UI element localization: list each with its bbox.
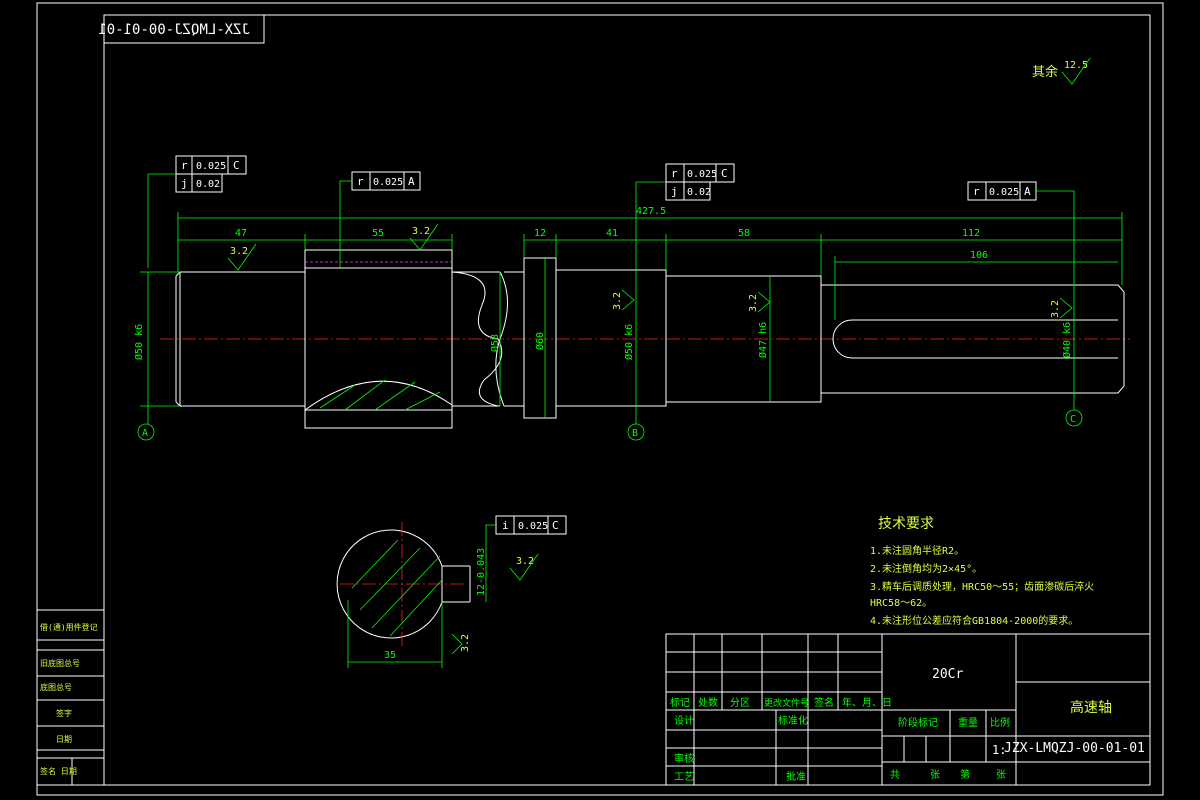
material: 20Cr [932, 667, 963, 682]
tech-item-3: 3.精车后调质处理，HRC50～55；齿面渗碳后淬火 [870, 580, 1094, 593]
drawing-no: JZX-LMQZJ-00-01-01 [1004, 741, 1145, 756]
svg-text:A: A [1024, 185, 1031, 198]
shaft-outline [175, 249, 1125, 429]
dia-mid: Ø47 h6 [757, 322, 769, 358]
roughness-r7: 3.2 [460, 634, 471, 652]
header-zone: 分区 [730, 697, 750, 709]
header-mark: 标记 [670, 697, 690, 709]
scale-prefix: 1: [992, 743, 1006, 757]
roughness-r3: 3.2 [612, 292, 623, 310]
svg-text:r: r [973, 185, 980, 198]
dim-106: 106 [970, 250, 988, 261]
strip-item-3: 底图总号 [40, 682, 72, 692]
drawing-number-box: JZX-LMQZJ-00-01-01 [98, 14, 265, 44]
svg-text:0.02: 0.02 [196, 179, 220, 190]
svg-text:C: C [721, 167, 728, 180]
header-date: 年、月、日 [842, 696, 892, 709]
strip-item-4: 签字 [56, 708, 72, 718]
weight-label: 重量 [958, 716, 978, 729]
left-strip: 借(通)用件登记 旧底图总号 底图总号 签字 日期 签名 日期 [36, 609, 105, 786]
datums: A B C [137, 393, 1083, 441]
scale-label: 比例 [990, 716, 1010, 729]
svg-text:0.025: 0.025 [196, 161, 226, 172]
outer-border [36, 2, 1164, 796]
review-label: 审核 [674, 752, 694, 765]
dim-55: 55 [372, 228, 384, 239]
header-count: 处数 [698, 696, 718, 709]
dim-overall: 427.5 [636, 206, 666, 217]
roughness-other: 其余 12.5 [1032, 57, 1091, 85]
part-name: 高速轴 [1070, 699, 1112, 716]
dim-112: 112 [962, 228, 980, 239]
roughness-r4: 3.2 [748, 294, 759, 312]
datum-a: A [142, 428, 148, 439]
svg-text:C: C [233, 159, 240, 172]
dim-47: 47 [235, 228, 247, 239]
strip-item-6: 签名 日期 [40, 766, 77, 776]
roughness-symbols: 3.2 3.2 3.2 3.2 3.2 [227, 223, 1073, 319]
title-block: 20Cr 高速轴 1: JZX-LMQZJ-00-01-01 标记 处数 分区 … [665, 633, 1151, 786]
section-dim-key: 12-0.043 [476, 548, 487, 596]
strip-item-1: 借(通)用件登记 [40, 622, 98, 632]
svg-text:j: j [671, 185, 678, 198]
page-unit-label: 张 [996, 769, 1006, 781]
roughness-r1: 3.2 [230, 246, 248, 257]
svg-text:0.025: 0.025 [989, 187, 1019, 198]
svg-text:0.025: 0.025 [518, 521, 548, 532]
strip-item-2: 旧底图总号 [40, 658, 80, 668]
roughness-r2: 3.2 [412, 226, 430, 237]
header-doc: 更改文件号 [764, 697, 809, 709]
page-label: 第 [960, 768, 970, 781]
standardization-label: 标准化 [778, 714, 808, 727]
tolerance-frame-gear: r 0.025 A [339, 171, 421, 268]
svg-text:0.02: 0.02 [687, 187, 711, 198]
design-label: 设计 [674, 714, 694, 727]
tolerance-frame-right: r 0.025 A [967, 181, 1075, 285]
tech-item-5: 4.未注形位公差应符合GB1804-2000的要求。 [870, 614, 1078, 627]
svg-text:C: C [552, 519, 559, 532]
svg-text:i: i [502, 519, 509, 532]
strip-item-5: 日期 [56, 735, 72, 744]
datum-b: B [632, 428, 638, 439]
dim-12: 12 [534, 228, 546, 239]
inner-border [103, 14, 1151, 786]
svg-text:A: A [408, 175, 415, 188]
stage-mark-label: 阶段标记 [898, 716, 938, 729]
roughness-r6: 3.2 [516, 556, 534, 567]
svg-text:r: r [671, 167, 678, 180]
roughness-other-value: 12.5 [1064, 60, 1088, 71]
dimensions: 427.5 47 55 12 41 58 112 106 Ø50 k6 [133, 206, 1123, 418]
tolerance-frame-mid: r 0.025 C j 0.02 [635, 163, 735, 270]
datum-c: C [1070, 414, 1076, 425]
svg-text:0.025: 0.025 [687, 169, 717, 180]
roughness-r5: 3.2 [1050, 300, 1061, 318]
section-dim-35: 35 [384, 650, 396, 661]
process-label: 工艺 [674, 771, 694, 783]
roughness-other-label: 其余 [1032, 64, 1058, 80]
tolerance-frame-left: r 0.025 C j 0.02 [147, 155, 247, 268]
dia-left: Ø50 k6 [133, 324, 145, 360]
total-label: 共 [890, 769, 900, 781]
svg-text:r: r [181, 159, 188, 172]
dim-58: 58 [738, 228, 750, 239]
dia-bearing: Ø50 k6 [623, 324, 635, 360]
tech-item-1: 1.未注圆角半径R2。 [870, 544, 964, 557]
svg-text:0.025: 0.025 [373, 177, 403, 188]
dia-collar: Ø60 [534, 332, 546, 350]
tech-title: 技术要求 [878, 516, 934, 532]
approve-label: 批准 [786, 770, 806, 783]
dia-right: Ø40 k6 [1061, 322, 1073, 358]
tech-item-2: 2.未注倒角均为2×45°。 [870, 562, 982, 575]
dia-gear: Ø58 [489, 334, 501, 352]
section-view: 35 12-0.043 3.2 3.2 i 0.025 C [336, 515, 567, 668]
tech-requirements: 技术要求 1.未注圆角半径R2。 2.未注倒角均为2×45°。 3.精车后调质处… [870, 516, 1094, 627]
drawing-number-mirrored: JZX-LMQZJ-00-01-01 [98, 22, 250, 38]
header-sign: 签名 [814, 696, 834, 709]
dim-41: 41 [606, 228, 618, 239]
tech-item-4: HRC58～62。 [870, 598, 932, 609]
svg-text:r: r [357, 175, 364, 188]
sheet-label: 张 [930, 769, 940, 781]
svg-text:j: j [181, 177, 188, 190]
